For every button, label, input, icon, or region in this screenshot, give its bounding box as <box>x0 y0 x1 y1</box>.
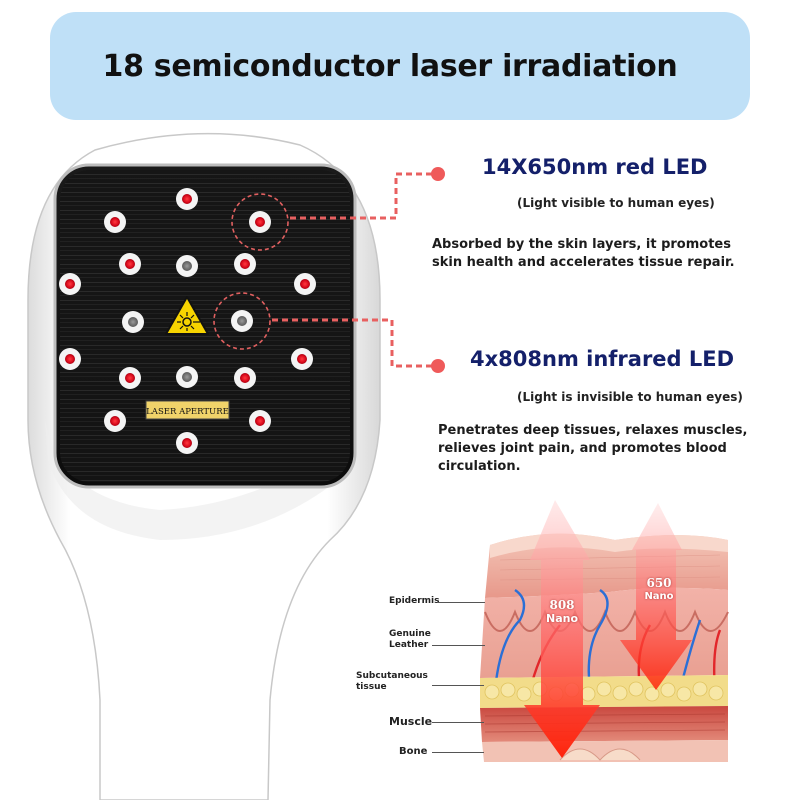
arrow-808-number: 808 <box>549 598 575 612</box>
led-array <box>59 188 316 454</box>
red-led-description-line: Absorbed by the skin layers, it promotes <box>432 237 731 252</box>
arrow-808-icon <box>524 500 600 758</box>
layer-label-muscle: Muscle <box>389 715 433 728</box>
red-led-icon <box>249 410 271 432</box>
layer-label-genuine-leather: Genuine Leather <box>389 629 431 651</box>
infrared-led-description: Penetrates deep tissues, relaxes muscles… <box>438 422 747 476</box>
red-led-icon <box>176 432 198 454</box>
layer-label-subcutaneous-line: tissue <box>356 682 387 692</box>
aperture-label-box <box>145 400 230 420</box>
red-led-icon <box>234 367 256 389</box>
layer-line-epidermis <box>437 602 485 603</box>
layer-line-muscle <box>432 722 484 723</box>
red-led-icon <box>294 273 316 295</box>
red-led-icon <box>291 348 313 370</box>
infrared-led-icon <box>176 366 198 388</box>
infrared-led-note: (Light is invisible to human eyes) <box>517 390 743 404</box>
aperture-label: LASER APERTURE <box>146 407 229 417</box>
red-led-note: (Light visible to human eyes) <box>517 196 715 210</box>
infrared-led-description-line: Penetrates deep tissues, relaxes muscles… <box>438 423 748 438</box>
red-led-icon <box>249 211 271 233</box>
red-led-connector-dot <box>431 167 445 181</box>
infrared-led-heading: 4x808nm infrared LED <box>470 347 735 371</box>
red-led-icon <box>59 348 81 370</box>
infrared-led-icon <box>122 311 144 333</box>
layer-label-genuine-leather-line: Genuine <box>389 629 431 639</box>
infrared-led-icon <box>176 255 198 277</box>
layer-label-subcutaneous-line: Subcutaneous <box>356 671 428 681</box>
arrow-650-unit: Nano <box>644 591 674 602</box>
red-led-heading: 14X650nm red LED <box>482 155 708 179</box>
layer-line-genuine-leather <box>432 645 485 646</box>
layer-line-bone <box>432 752 484 753</box>
arrow-650-number: 650 <box>646 576 672 590</box>
page-title: 18 semiconductor laser irradiation <box>102 48 678 84</box>
arrow-650-label: 650 Nano <box>636 576 682 604</box>
arrow-808-label: 808 Nano <box>538 598 586 626</box>
red-led-icon <box>119 253 141 275</box>
red-led-icon <box>234 253 256 275</box>
red-led-callout <box>231 193 289 251</box>
layer-label-epidermis: Epidermis <box>389 596 440 606</box>
red-led-icon <box>104 211 126 233</box>
arrow-650-icon <box>620 503 692 690</box>
red-led-icon <box>104 410 126 432</box>
title-banner: 18 semiconductor laser irradiation <box>50 12 750 120</box>
arrow-808-unit: Nano <box>545 612 579 625</box>
red-led-connector <box>290 172 438 220</box>
red-led-description: Absorbed by the skin layers, it promotes… <box>432 236 735 272</box>
infrared-led-description-line: relieves joint pain, and promotes blood <box>438 441 727 456</box>
layer-label-subcutaneous: Subcutaneous tissue <box>356 671 428 693</box>
layer-label-bone: Bone <box>399 746 428 757</box>
red-led-description-line: skin health and accelerates tissue repai… <box>432 255 735 270</box>
red-led-icon <box>119 367 141 389</box>
infrared-led-connector-dot <box>431 359 445 373</box>
infrared-led-icon <box>231 310 253 332</box>
layer-line-subcutaneous <box>432 685 484 686</box>
laser-warning-icon <box>165 296 209 335</box>
red-led-icon <box>176 188 198 210</box>
skin-cross-section <box>480 533 729 762</box>
layer-label-genuine-leather-line: Leather <box>389 640 429 650</box>
infrared-led-description-line: circulation. <box>438 459 521 474</box>
infrared-led-connector <box>272 318 438 368</box>
infrared-led-callout <box>213 292 271 350</box>
red-led-icon <box>59 273 81 295</box>
